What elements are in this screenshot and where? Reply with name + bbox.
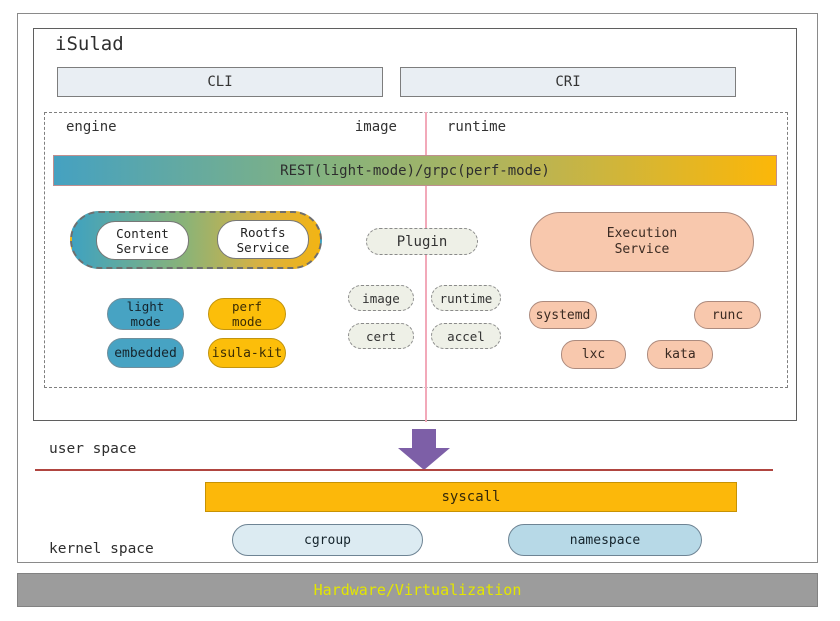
- embedded-pill: embedded: [107, 338, 184, 368]
- lxc-pill: lxc: [561, 340, 626, 369]
- section-divider-line: [425, 112, 427, 422]
- isula-kit-pill: isula-kit: [208, 338, 286, 368]
- kata-pill: kata: [647, 340, 713, 369]
- cri-box: CRI: [400, 67, 736, 97]
- namespace-pill: namespace: [508, 524, 702, 556]
- runtime-plugin-pill: runtime: [431, 285, 501, 311]
- runc-pill: runc: [694, 301, 761, 329]
- content-service-pill: Content Service: [96, 221, 189, 260]
- user-kernel-boundary-line: [35, 469, 773, 471]
- syscall-bar: syscall: [205, 482, 737, 512]
- hardware-virtualization-bar: Hardware/Virtualization: [17, 573, 818, 607]
- kernel-space-label: kernel space: [49, 541, 154, 557]
- image-plugin-pill: image: [348, 285, 414, 311]
- engine-section-label: engine: [66, 119, 117, 135]
- perf-mode-pill: perf mode: [208, 298, 286, 330]
- down-arrow-icon: [398, 429, 450, 470]
- systemd-pill: systemd: [529, 301, 597, 329]
- cert-plugin-pill: cert: [348, 323, 414, 349]
- rootfs-service-pill: Rootfs Service: [217, 220, 309, 259]
- diagram-title: iSulad: [55, 33, 124, 55]
- cli-box: CLI: [57, 67, 383, 97]
- runtime-section-label: runtime: [447, 119, 507, 135]
- cgroup-pill: cgroup: [232, 524, 423, 556]
- execution-service-pill: Execution Service: [530, 212, 754, 272]
- user-space-label: user space: [49, 441, 137, 457]
- image-section-label: image: [354, 119, 397, 135]
- accel-plugin-pill: accel: [431, 323, 501, 349]
- light-mode-pill: light mode: [107, 298, 184, 330]
- rest-grpc-bar: REST(light-mode)/grpc(perf-mode): [53, 155, 777, 186]
- modules-dashed-box: [44, 112, 788, 388]
- plugin-pill: Plugin: [366, 228, 478, 255]
